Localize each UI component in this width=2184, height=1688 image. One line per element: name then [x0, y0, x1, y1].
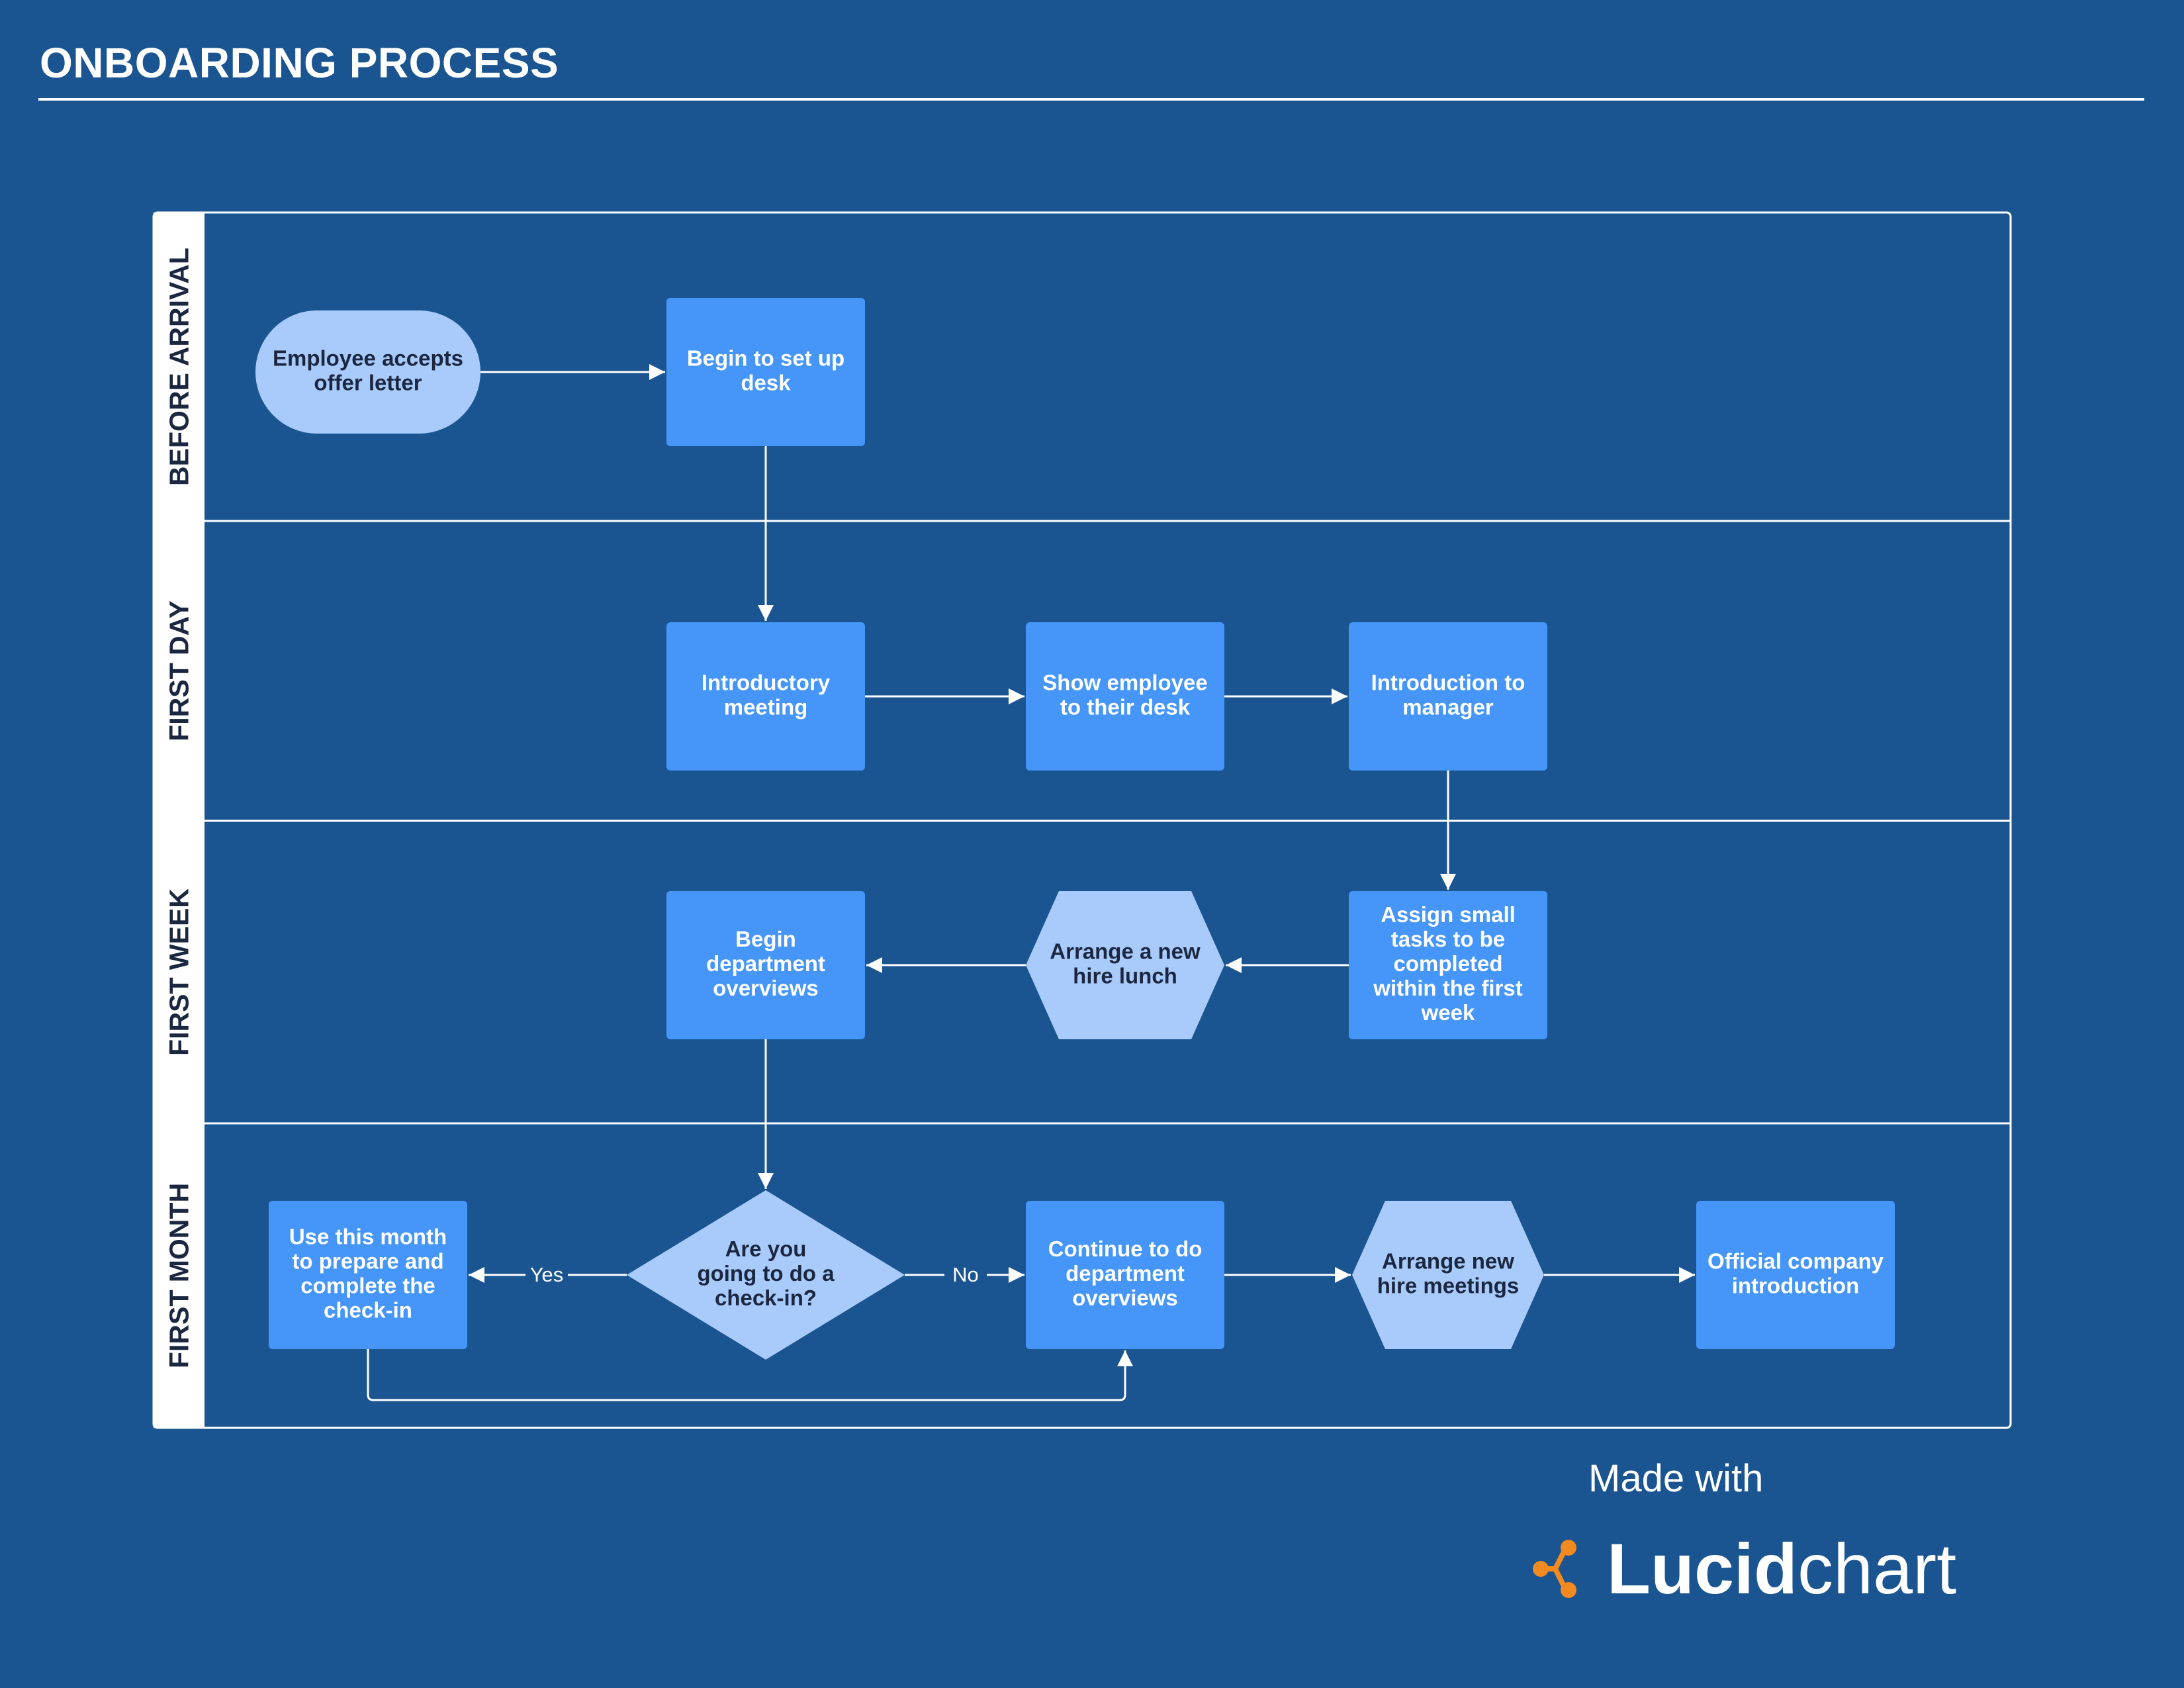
- node-label-line: going to do a: [697, 1261, 835, 1286]
- node-label-line: Introduction to: [1371, 670, 1525, 694]
- node-label-line: department: [706, 951, 825, 976]
- lane-first-day: FIRST DAY: [164, 520, 2011, 741]
- hexagon-shape: [1026, 891, 1224, 1039]
- logo-word-chart: chart: [1797, 1528, 1957, 1609]
- made-with-text: Made with: [1588, 1457, 1764, 1500]
- node-label-line: week: [1421, 1000, 1475, 1025]
- node-label-line: hire lunch: [1073, 963, 1177, 988]
- node-label-line: Continue to do: [1048, 1237, 1203, 1261]
- lane-label-first-day: FIRST DAY: [164, 600, 195, 741]
- node-label-line: to prepare and: [292, 1248, 443, 1273]
- node-label-line: completed: [1393, 951, 1502, 976]
- process-box: [1026, 1201, 1224, 1349]
- node-label-line: check-in?: [715, 1286, 817, 1310]
- node-label-line: check-in: [324, 1297, 412, 1322]
- connector-prepare-checkin-to-continue-overviews: [367, 1349, 1133, 1401]
- lane-before-arrival: BEFORE ARRIVAL: [164, 248, 195, 486]
- lucidchart-logo-icon: [1533, 1540, 1576, 1598]
- page-title: ONBOARDING PROCESS: [40, 39, 559, 87]
- node-label-line: manager: [1402, 694, 1494, 719]
- node-label-line: Assign small: [1381, 902, 1516, 927]
- lane-label-first-week: FIRST WEEK: [164, 888, 195, 1056]
- lane-label-first-month: FIRST MONTH: [164, 1183, 195, 1368]
- node-label-line: tasks to be: [1391, 927, 1505, 951]
- connector-label-bg: [525, 1262, 568, 1288]
- lane-first-week: FIRST WEEK: [164, 820, 2011, 1056]
- node-label-line: department: [1066, 1261, 1185, 1286]
- hexagon-shape: [1352, 1201, 1544, 1349]
- node-label-line: meeting: [724, 694, 808, 719]
- process-box: [1696, 1201, 1895, 1349]
- process-box: [666, 622, 865, 771]
- lane-label-before-arrival: BEFORE ARRIVAL: [164, 248, 195, 486]
- decision-diamond: [627, 1190, 905, 1360]
- node-label-line: hire meetings: [1377, 1273, 1520, 1297]
- lucidchart-logo: Lucidchart: [1529, 1529, 1956, 1609]
- node-label-line: Use this month: [289, 1224, 447, 1248]
- node-label-line: Begin to set up: [687, 346, 844, 370]
- connector-line: [367, 1349, 1133, 1401]
- connector-label-yes: Yes: [530, 1263, 564, 1286]
- node-label-line: Show employee: [1042, 670, 1207, 694]
- process-box: [1349, 891, 1547, 1039]
- lucidchart-wordmark: Lucidchart: [1607, 1533, 1956, 1605]
- swimlane-diagram: BEFORE ARRIVAL FIRST DAY FIRST WEEK FIRST M…: [152, 211, 2012, 1429]
- node-label-line: Arrange new: [1382, 1248, 1514, 1273]
- node-label-line: offer letter: [314, 370, 422, 395]
- lane-first-month: FIRST MONTH: [164, 1122, 2011, 1368]
- node-label-line: to their desk: [1060, 694, 1191, 719]
- node-label-line: Employee accepts: [273, 346, 463, 370]
- node-label-line: Arrange a new: [1050, 939, 1201, 963]
- terminator-shape: [255, 310, 480, 434]
- title-underline: [38, 98, 2144, 101]
- connector-checkin-decision-to-continue-overviews: No: [905, 1262, 1024, 1288]
- lane-label-strip: [154, 212, 205, 1428]
- connector-label-no: No: [952, 1263, 979, 1286]
- node-label-line: complete the: [300, 1273, 435, 1297]
- node-label-line: Begin: [735, 927, 796, 951]
- process-box: [1349, 622, 1547, 771]
- node-label-line: within the first: [1373, 976, 1523, 1000]
- node-label-line: overviews: [713, 976, 819, 1000]
- connector-checkin-decision-to-prepare-checkin: Yes: [469, 1262, 627, 1288]
- node-label-line: Are you: [725, 1237, 807, 1261]
- logo-word-lucid: Lucid: [1607, 1528, 1797, 1609]
- node-label-line: introduction: [1732, 1273, 1859, 1297]
- process-box: [269, 1201, 467, 1349]
- node-label-line: overviews: [1072, 1286, 1178, 1310]
- process-box: [666, 891, 865, 1039]
- node-label-line: Introductory: [702, 670, 831, 694]
- process-box: [666, 298, 865, 446]
- node-label-line: desk: [741, 370, 791, 395]
- process-box: [1026, 622, 1224, 771]
- node-label-line: Official company: [1707, 1248, 1884, 1273]
- connector-label-bg: [944, 1262, 987, 1288]
